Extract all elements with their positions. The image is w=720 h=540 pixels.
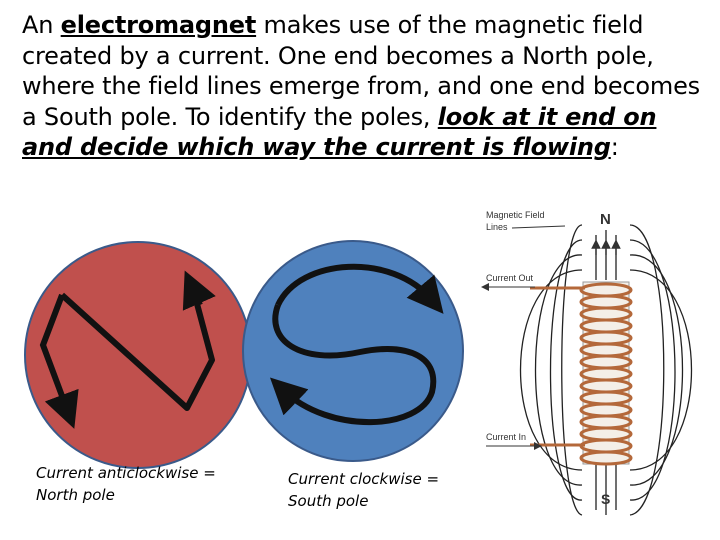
electromagnet-term: electromagnet	[60, 11, 257, 39]
intro-paragraph: An electromagnet makes use of the magnet…	[22, 10, 712, 163]
north-label: N	[600, 211, 611, 228]
pole-rule-instruction: look at it end on and decide which way t…	[22, 102, 657, 162]
current-out-label: Current Out	[486, 273, 534, 283]
field-lines-label-line1: Magnetic Field	[486, 210, 545, 220]
intro-text-3: :	[610, 133, 619, 161]
current-in-label: Current In	[486, 432, 526, 442]
south-label: S	[601, 491, 610, 507]
field-lines-label-line2: Lines	[486, 222, 508, 232]
south-pole-circle	[242, 240, 464, 462]
electromagnet-diagram: Magnetic Field Lines Current Out Current…	[481, 210, 693, 516]
south-pole-caption: Current clockwise = South pole	[288, 470, 440, 510]
anticlockwise-arrow-icon	[59, 284, 215, 411]
north-pole-caption: Current anticlockwise = North pole	[36, 464, 216, 504]
north-pole-circle	[24, 241, 252, 469]
coil-icon	[530, 281, 633, 466]
intro-text-1: An	[22, 11, 61, 39]
clockwise-arrow-icon	[275, 263, 444, 314]
intro-text-2: makes use of the magnetic field created …	[22, 11, 700, 131]
